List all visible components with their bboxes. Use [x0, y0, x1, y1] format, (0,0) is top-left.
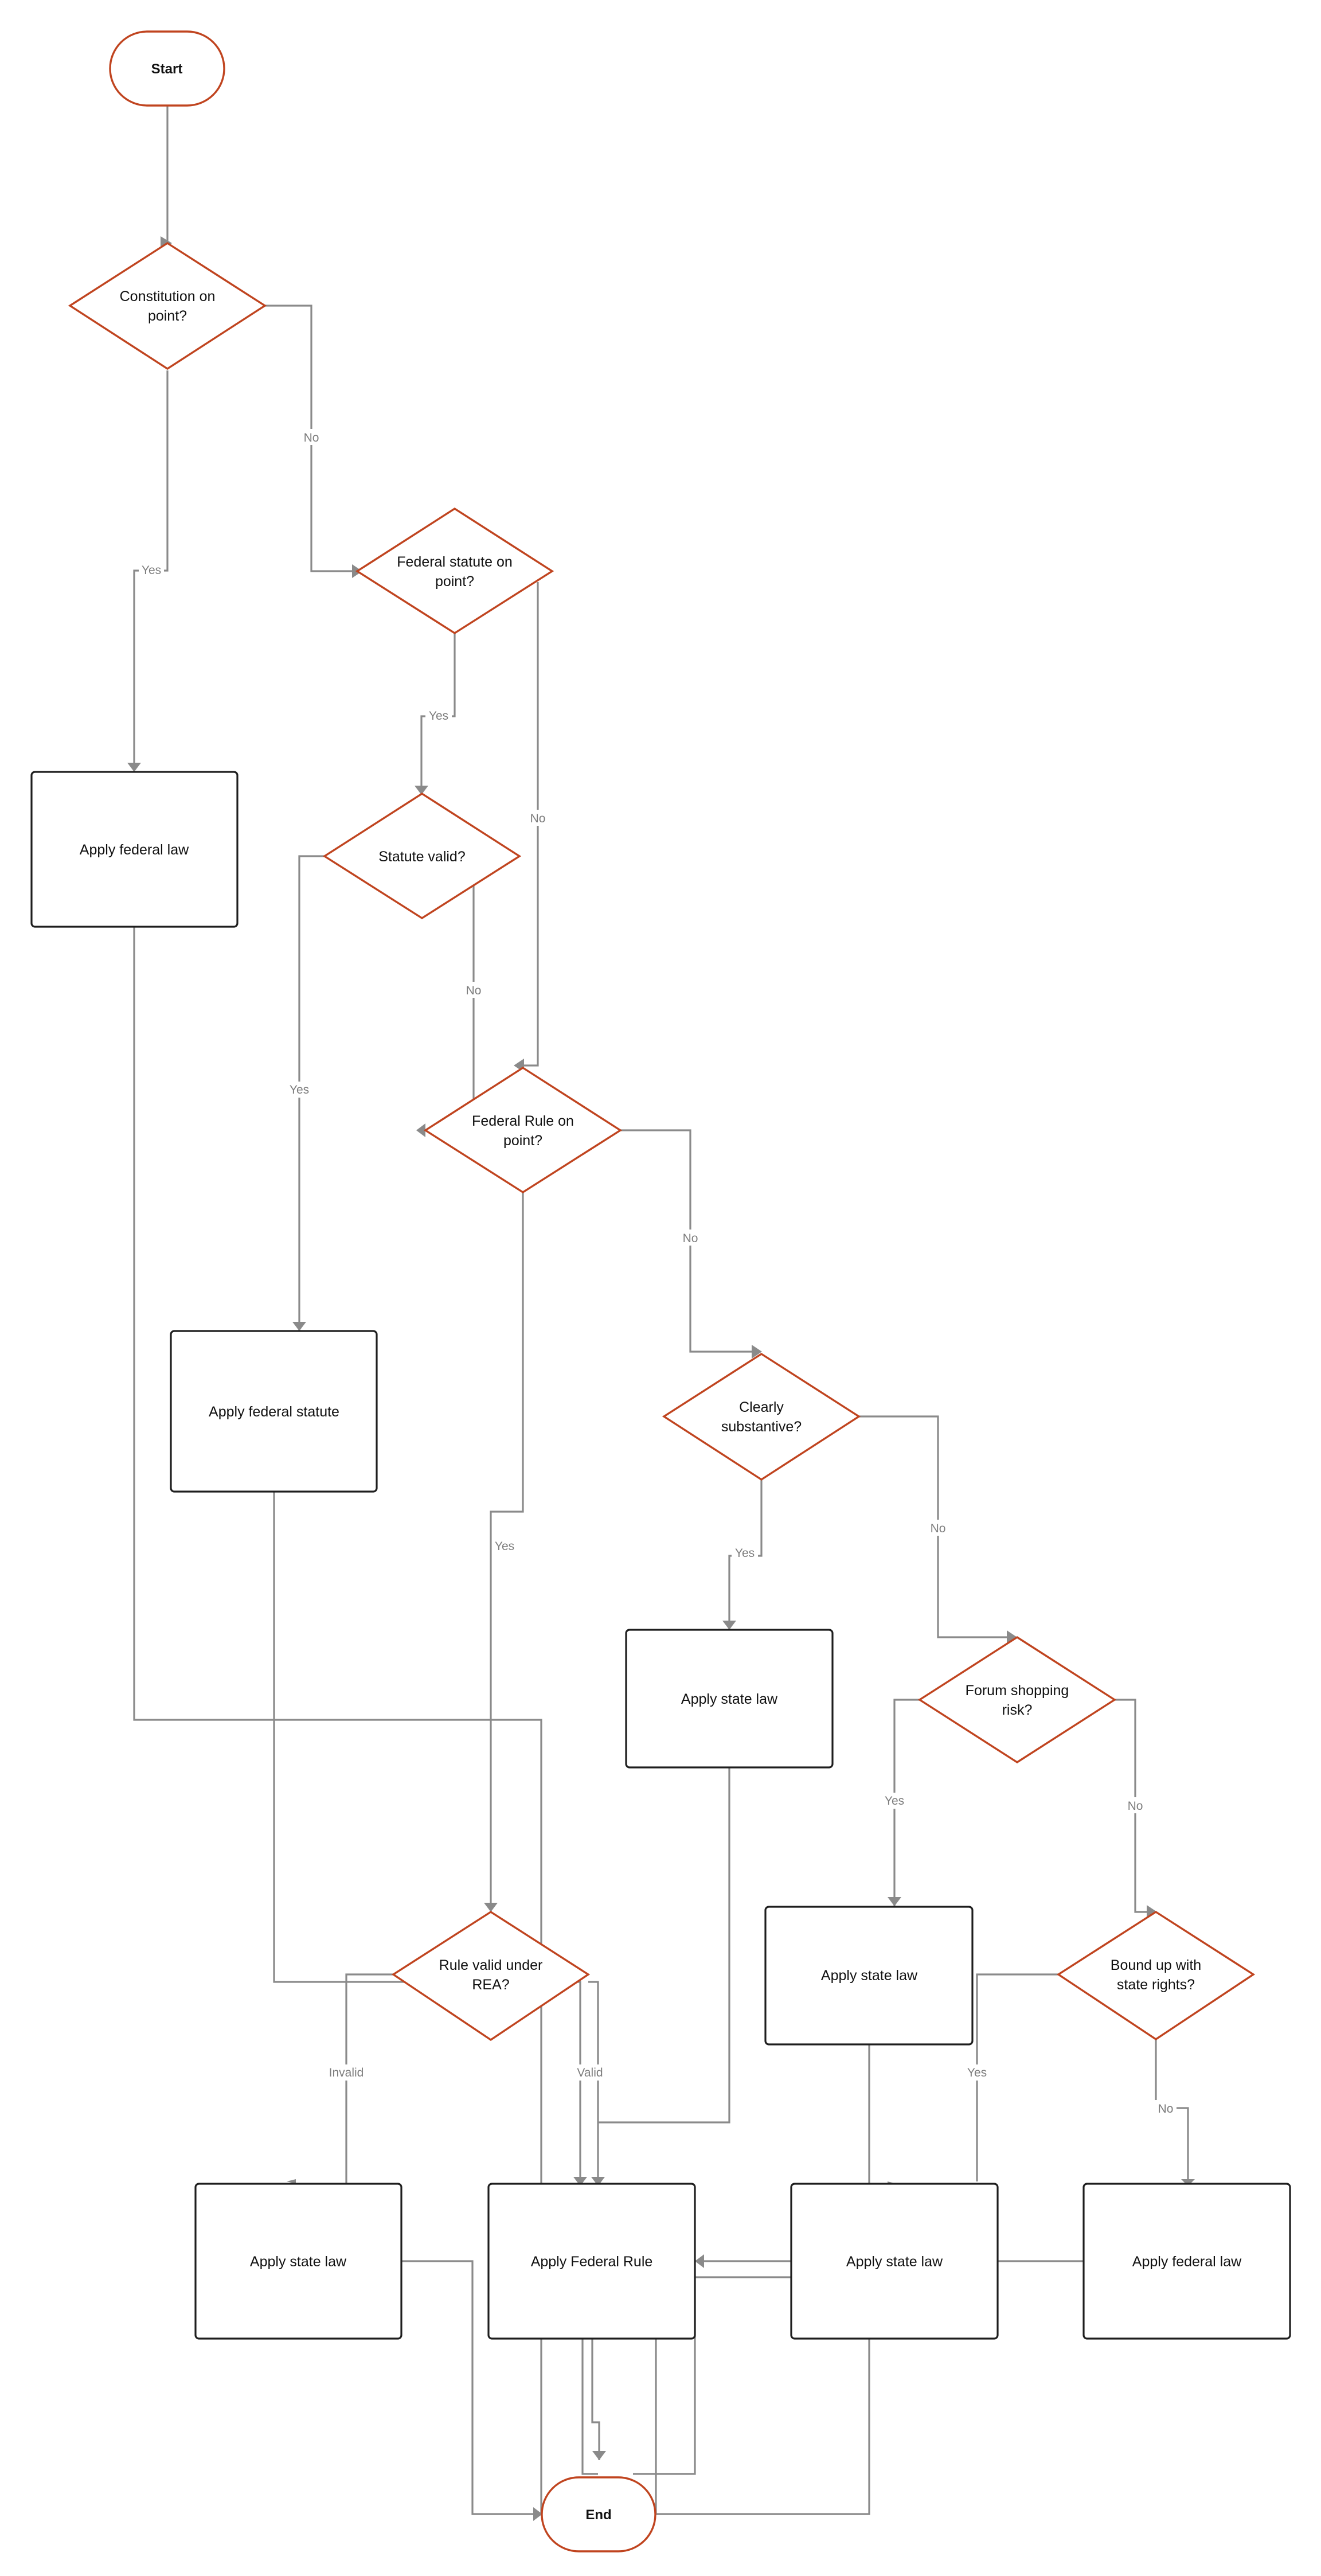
edge-forum-yes: [893, 1699, 920, 1906]
edge-label-constitution-yes: Yes: [142, 564, 161, 577]
edge-label-statute-no: No: [530, 812, 546, 825]
arrowhead: [695, 2254, 704, 2268]
decision-label-line-1: Federal Rule on: [472, 1113, 574, 1129]
decision-label-line-1: Forum shopping: [966, 1683, 1069, 1699]
decision-clearly-substantive: Clearly substantive?: [662, 1352, 861, 1481]
decision-label-line-1: Rule valid under: [439, 1957, 543, 1973]
decision-label-line-1: Federal statute on: [397, 554, 513, 570]
arrowhead: [573, 2177, 587, 2186]
edge-label-substantive-no: No: [931, 1522, 946, 1535]
edge-statute-valid-no: [425, 881, 475, 1131]
edge-label-bound-no: No: [1158, 2102, 1174, 2116]
edge-rule-to-end-2: [591, 2339, 600, 2460]
edge-label-statute-valid-no: No: [466, 984, 482, 997]
arrowhead: [1007, 1630, 1017, 1644]
arrowhead: [1181, 2179, 1195, 2186]
process-label: Apply state law: [250, 2254, 347, 2270]
end-label: End: [585, 2507, 611, 2523]
process-apply-federal-law-1: Apply federal law: [30, 771, 239, 928]
process-label: Apply Federal Rule: [531, 2254, 653, 2270]
process-label: Apply state law: [821, 1968, 918, 1984]
edge-state-law-4-to-end: [656, 2339, 870, 2515]
edge-rule-to-end-3: [581, 2339, 598, 2475]
decision-label: Statute valid?: [378, 849, 466, 865]
start-terminal: Start: [109, 30, 225, 107]
edge-label-rea-invalid: Invalid: [329, 2066, 364, 2079]
edge-label-constitution-no: No: [304, 431, 319, 444]
edge-label-rule-no: No: [683, 1232, 698, 1245]
decision-bound-up-with-state-rights: Bound up with state rights?: [1056, 1910, 1256, 2041]
edge-state-law-1-to-rule: [598, 1767, 730, 2124]
start-label: Start: [151, 61, 183, 77]
edges: [127, 106, 1195, 2521]
decision-federal-rule-on-point: Federal Rule on point?: [423, 1066, 623, 1194]
process-apply-state-law-1: Apply state law: [625, 1629, 834, 1769]
edge-labels: No Yes Yes No No Yes No Yes Yes No Yes N…: [139, 429, 1177, 2116]
process-label: Apply federal law: [80, 842, 189, 858]
process-label: Apply federal statute: [209, 1404, 339, 1420]
arrowhead: [484, 1903, 498, 1912]
decision-statute-valid: Statute valid?: [322, 792, 522, 920]
process-label: Apply state law: [846, 2254, 943, 2270]
process-apply-state-law-3: Apply state law: [194, 2183, 402, 2340]
edge-label-statute-yes: Yes: [429, 709, 448, 723]
arrowhead: [292, 1322, 306, 1331]
edge-label-forum-yes: Yes: [885, 1794, 904, 1808]
arrowhead: [592, 2451, 606, 2460]
decision-label-line-2: point?: [148, 308, 187, 324]
edge-rea-invalid: [345, 1973, 393, 2184]
edge-label-bound-yes: Yes: [967, 2066, 987, 2079]
process-apply-federal-statute: Apply federal statute: [170, 1330, 378, 1493]
edge-rea-valid: [588, 1981, 599, 2184]
decision-label-line-2: substantive?: [721, 1419, 802, 1435]
decision-label-line-2: risk?: [1002, 1702, 1033, 1718]
process-apply-state-law-4: Apply state law: [790, 2183, 999, 2340]
edge-rule-yes: [490, 1192, 524, 1912]
decision-label-line-1: Clearly: [739, 1399, 784, 1415]
decision-federal-statute-on-point: Federal statute on point?: [355, 507, 554, 635]
edge-bound-yes: [976, 1973, 1058, 2181]
edge-label-statute-valid-yes: Yes: [290, 1083, 309, 1096]
edge-label-forum-no: No: [1128, 1800, 1143, 1813]
decision-label-line-2: REA?: [472, 1977, 509, 1993]
edge-federal-statute-to-rule: [273, 1492, 581, 2184]
decision-label-line-2: point?: [435, 573, 474, 590]
arrowhead: [533, 2507, 542, 2521]
decision-label-line-2: state rights?: [1117, 1977, 1195, 1993]
process-label: Apply state law: [681, 1691, 778, 1707]
edge-label-rea-valid: Valid: [577, 2066, 603, 2079]
arrowhead: [888, 1897, 901, 1906]
process-apply-federal-rule: Apply Federal Rule: [487, 2183, 696, 2340]
arrowhead: [287, 2179, 296, 2184]
edge-statute-valid-yes: [298, 855, 324, 1330]
arrowhead: [722, 1621, 736, 1630]
edge-label-substantive-yes: Yes: [735, 1547, 755, 1560]
arrowhead: [416, 1123, 425, 1137]
nodes: Start Constitution on point? Apply feder…: [30, 30, 1291, 2552]
arrowhead: [752, 1345, 762, 1359]
process-apply-state-law-2: Apply state law: [764, 1906, 974, 2046]
arrowhead: [127, 763, 141, 772]
decision-label-line-1: Constitution on: [120, 288, 216, 305]
edge-state-law-3-to-end: [401, 2260, 533, 2515]
arrowhead: [591, 2177, 605, 2186]
decision-label-line-1: Bound up with: [1111, 1957, 1201, 1973]
end-terminal: End: [541, 2476, 656, 2552]
decision-forum-shopping-risk: Forum shopping risk?: [917, 1636, 1117, 1764]
decision-constitution-on-point: Constitution on point?: [68, 241, 267, 370]
process-apply-federal-law-2: Apply federal law: [1082, 2183, 1291, 2340]
decision-rule-valid-under-rea: Rule valid under REA?: [391, 1910, 591, 2042]
decision-label-line-2: point?: [503, 1133, 542, 1149]
arrowhead: [415, 786, 428, 795]
edge-label-rule-yes: Yes: [495, 1540, 514, 1553]
process-label: Apply federal law: [1132, 2254, 1242, 2270]
